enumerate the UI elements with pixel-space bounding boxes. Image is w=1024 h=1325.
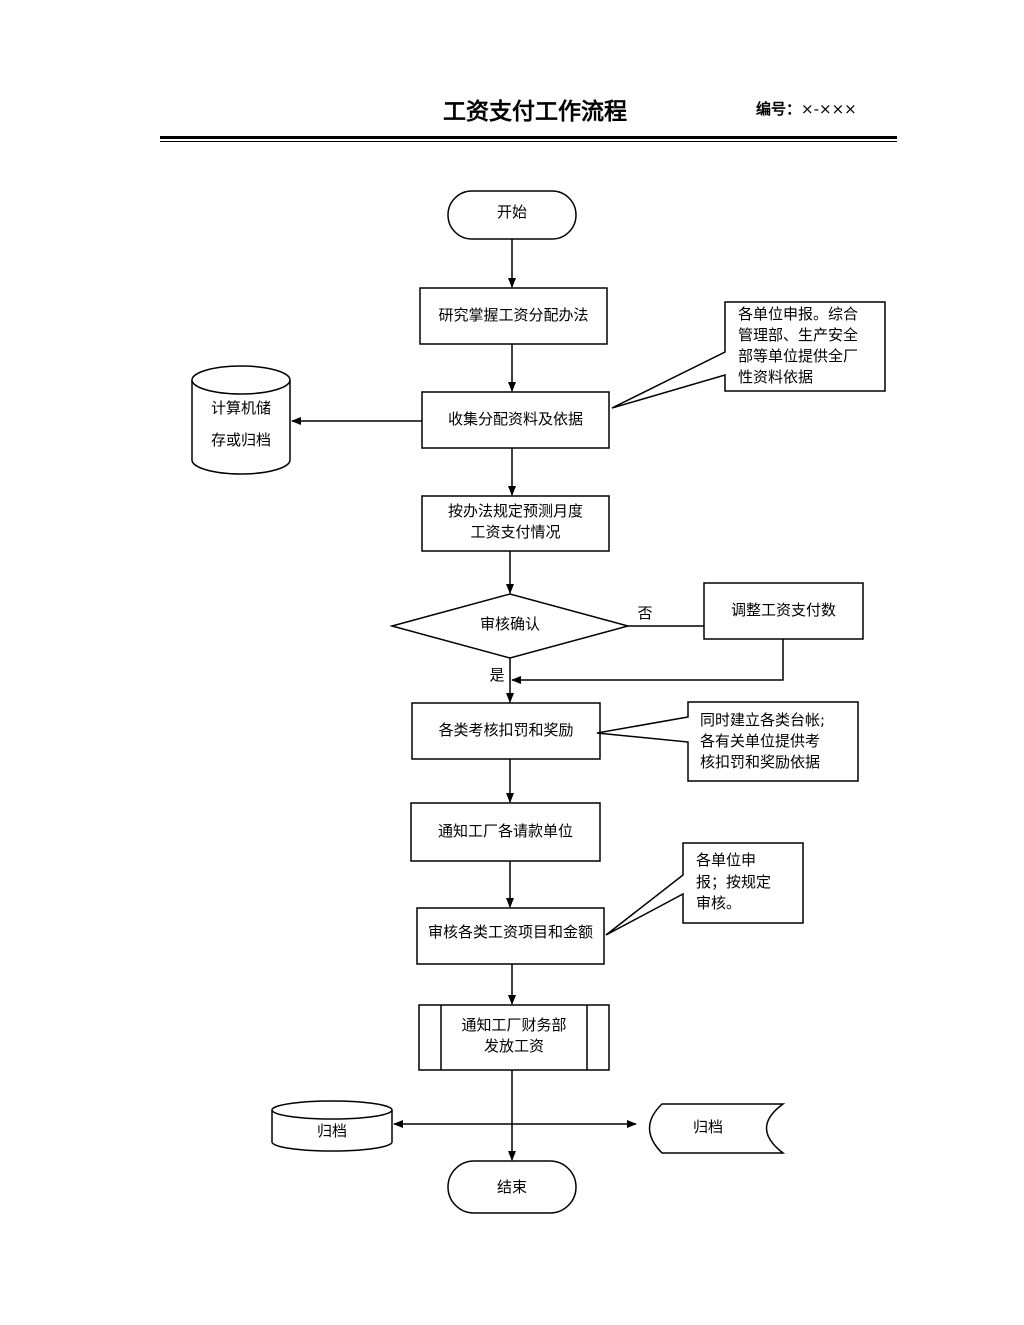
adjust-label: 调整工资支付数 (730, 601, 836, 619)
code-label: 编号： (756, 100, 802, 118)
no-label: 否 (637, 604, 653, 622)
document-code: 编号：×-××× (756, 98, 857, 119)
note1-line2: 管理部、生产安全 (738, 326, 859, 344)
page-title: 工资支付工作流程 (443, 99, 627, 125)
step6-label: 审核各类工资项目和金额 (427, 923, 593, 941)
note3-line2: 报；按规定 (696, 873, 772, 891)
note3-line1: 各单位申 (696, 851, 757, 869)
note2-callout (596, 701, 859, 782)
step3-label-line2: 工资支付情况 (470, 523, 561, 541)
step1-label: 研究掌握工资分配办法 (438, 306, 589, 324)
code-value: ×-××× (801, 100, 857, 118)
note3-callout (605, 842, 804, 936)
step5-label: 通知工厂各请款单位 (437, 822, 573, 840)
step4-box (411, 702, 601, 760)
storage-label-line2: 存或归档 (210, 431, 271, 449)
header-rule-thin (160, 141, 897, 142)
archive-right-shape (648, 1103, 786, 1154)
step6-box (416, 907, 605, 965)
step3-box (421, 495, 610, 552)
note1-line4: 性资料依据 (738, 368, 814, 386)
header-rule-thick (160, 136, 897, 139)
step7-label-line2: 发放工资 (483, 1037, 544, 1055)
note2-line2: 各有关单位提供考 (700, 732, 821, 750)
step3-label-line1: 按办法规定预测月度 (447, 502, 583, 520)
step4-label: 各类考核扣罚和奖励 (438, 721, 574, 739)
start-label: 开始 (496, 203, 527, 221)
step1-box (419, 287, 608, 345)
end-label: 结束 (496, 1178, 527, 1196)
storage-cylinder-top (191, 365, 291, 395)
step2-label: 收集分配资料及依据 (447, 410, 583, 428)
step7-box (418, 1004, 610, 1071)
archive-right-label: 归档 (692, 1118, 723, 1136)
step7-label-line1: 通知工厂财务部 (461, 1016, 567, 1034)
archive-left-top (271, 1100, 393, 1120)
archive-left-shape (271, 1110, 393, 1152)
note3-line3: 审核。 (696, 894, 742, 912)
archive-left-label: 归档 (316, 1122, 347, 1140)
storage-label-line1: 计算机储 (210, 399, 271, 417)
note1-line3: 部等单位提供全厂 (738, 347, 859, 365)
step2-box (421, 391, 610, 449)
edge-adjust-return (511, 639, 784, 684)
note2-line1: 同时建立各类台帐; (700, 711, 826, 729)
note2-line3: 核扣罚和奖励依据 (700, 753, 821, 771)
yes-label: 是 (489, 666, 505, 684)
storage-cylinder (191, 380, 291, 475)
end-terminator (447, 1160, 577, 1214)
note1-line1: 各单位申报。综合 (738, 305, 859, 323)
adjust-box (703, 582, 864, 640)
decision-label: 审核确认 (479, 615, 540, 633)
note1-callout (611, 301, 886, 409)
step5-box (410, 802, 601, 862)
